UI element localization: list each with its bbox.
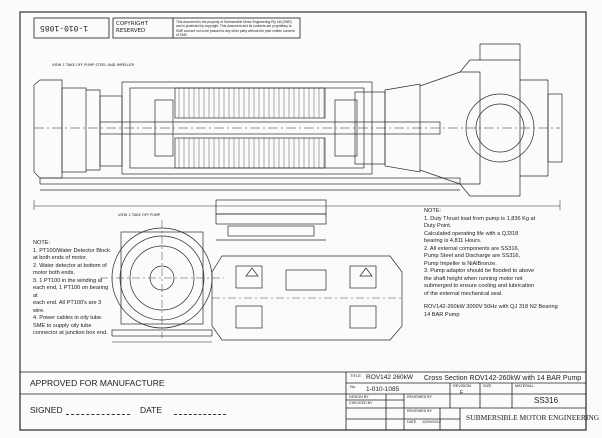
drawing-number-rotated: 1-010-1085 <box>40 23 89 32</box>
notes-right-line: Duty Point. <box>424 223 452 229</box>
drawing-number: 1-010-1085 <box>366 386 400 393</box>
reviewed-by-label: REVIEWED BY <box>407 395 432 399</box>
notes-left-line: 2. Water detector at bottom of <box>33 262 107 269</box>
notes-left-line: 1. PT100/Water Detector Block <box>33 247 110 254</box>
notes-left-line: motor both ends. <box>33 270 75 276</box>
number-label: No. <box>350 384 357 389</box>
checked-by-label: CHECKED BY <box>349 401 373 405</box>
material-label: MATERIAL <box>515 384 534 388</box>
signed-line[interactable] <box>66 414 130 415</box>
notes-left-heading: NOTE: <box>33 240 51 246</box>
notes-right-line: the shaft height when running motor not <box>424 275 523 282</box>
revision-value: E <box>460 390 464 396</box>
notes-left-line: wire. <box>33 307 45 314</box>
size-label: SIZE <box>483 384 492 388</box>
end-view-label: VIEW 2 TAKE OFF PUMP <box>118 213 161 217</box>
notes-right-line: 1. Duty Thrust load from pump is 1,836 K… <box>424 215 536 222</box>
base-plate-plan <box>211 255 403 341</box>
title-block-lines <box>19 371 587 431</box>
notes-right-line: 2. All external components are SS316, <box>424 245 520 252</box>
side-detail <box>215 199 327 241</box>
copyright-label-line1: COPYRIGHT <box>116 21 148 27</box>
notes-left-line: connector at junction box end. <box>33 330 108 336</box>
notes-left-line: SME to supply oily tube <box>33 322 92 329</box>
title-label: TITLE <box>350 373 361 378</box>
notes-right-line: bearing is 4,811 Hours. <box>424 238 482 244</box>
main-cross-section <box>33 43 563 210</box>
notes-right: NOTE: 1. Duty Thrust load from pump is 1… <box>424 208 584 319</box>
design-by-label: DESIGN BY <box>349 395 369 399</box>
material-value: SS316 <box>534 396 559 405</box>
notes-left-line: each end, 1 PT100 on bearing at <box>33 285 109 299</box>
copyright-label: COPYRIGHT RESERVED <box>116 21 148 35</box>
copyright-notice: This document is the property of Submers… <box>176 20 295 38</box>
revision-label: REVISION <box>453 384 472 388</box>
title-block-date-label: DATE <box>407 420 417 424</box>
notes-right-line: Pump Impeller is NiAlBronze. <box>424 260 497 267</box>
date-label: DATE <box>140 405 163 415</box>
notes-right-heading: NOTE: <box>424 208 442 214</box>
company-name: SUBMERSIBLE MOTOR ENGINEERING <box>466 413 600 422</box>
notes-right-line: 3. Pump adaptor should be flooded to abo… <box>424 268 535 274</box>
main-view-label: VIEW 1 TAKE OFF PUMP STEEL AND IMPELLER <box>52 63 134 67</box>
approval-title: APPROVED FOR MANUFACTURE <box>30 378 165 388</box>
notes-left-line: each end. All PT100's are 3 <box>33 300 102 306</box>
notes-right-line: of the external mechanical seal. <box>424 290 503 297</box>
notes-right-line: Calculated operating life with a QJ318 <box>424 230 519 237</box>
title-block-date: 12/09/2012 <box>422 420 442 424</box>
notes-right-footer-line: 14 BAR Pump <box>424 311 460 318</box>
notes-left: NOTE: 1. PT100/Water Detector Block at b… <box>33 240 113 338</box>
end-view <box>100 220 224 343</box>
notes-left-line: 3. 1 PT100 in the winding at <box>33 277 103 284</box>
model-name: ROV142 260kW <box>366 374 413 381</box>
notes-right-line: submerged to ensure cooling and lubricat… <box>424 283 535 289</box>
notes-left-line: 4. Power cables in oily tube. <box>33 315 103 321</box>
notes-left-line: at both ends of motor. <box>33 255 88 261</box>
notes-right-line: Pump Steel and Discharge are SS316, <box>424 253 521 259</box>
signed-label: SIGNED <box>30 405 63 415</box>
drawing-description: Cross Section ROV142-260kW with 14 BAR P… <box>424 375 582 382</box>
copyright-label-line2: RESERVED <box>116 28 146 34</box>
reviewed-by-label-2: REVIEWED BY <box>407 409 432 413</box>
winding-hatching: /* placeholder */ <box>178 88 325 168</box>
notes-right-footer-line: ROV142-260kW 3000V 50Hz with QJ 318 N2 B… <box>424 304 558 310</box>
date-line[interactable] <box>174 414 226 415</box>
